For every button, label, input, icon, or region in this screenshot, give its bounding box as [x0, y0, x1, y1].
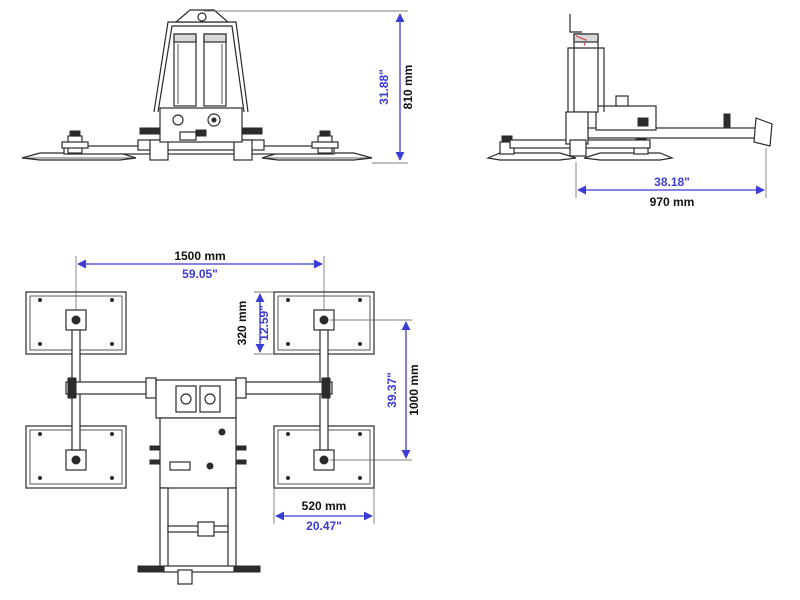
front-height-inch: 31.88"	[377, 69, 391, 105]
front-view: 31.88" 810 mm	[21, 9, 415, 164]
top-width-mm: 1500 mm	[174, 249, 225, 263]
top-width-inch: 59.05"	[182, 267, 218, 281]
front-cylinder-right	[203, 33, 227, 107]
side-view: 38.18" 970 mm	[485, 14, 773, 209]
top-view: 1500 mm 59.05" 320 mm 12.59" 39.37" 1000…	[25, 249, 421, 585]
top-pad-depth-inch: 12.59"	[257, 305, 271, 341]
top-span-inch: 39.37"	[385, 372, 399, 408]
side-cylinder	[573, 33, 599, 113]
top-control-box	[159, 417, 237, 489]
front-height-mm: 810 mm	[401, 65, 415, 110]
front-pump-housing	[159, 107, 243, 143]
top-pad-depth-mm: 320 mm	[235, 301, 249, 346]
side-depth-mm: 970 mm	[650, 195, 695, 209]
side-hook	[569, 14, 582, 33]
side-handle-knob	[753, 117, 773, 147]
front-cylinder-left	[173, 33, 197, 107]
side-depth-inch: 38.18"	[654, 175, 690, 189]
top-pad-width-inch: 20.47"	[306, 519, 342, 533]
top-pad-width-mm: 520 mm	[302, 499, 347, 513]
top-span-mm: 1000 mm	[407, 364, 421, 415]
